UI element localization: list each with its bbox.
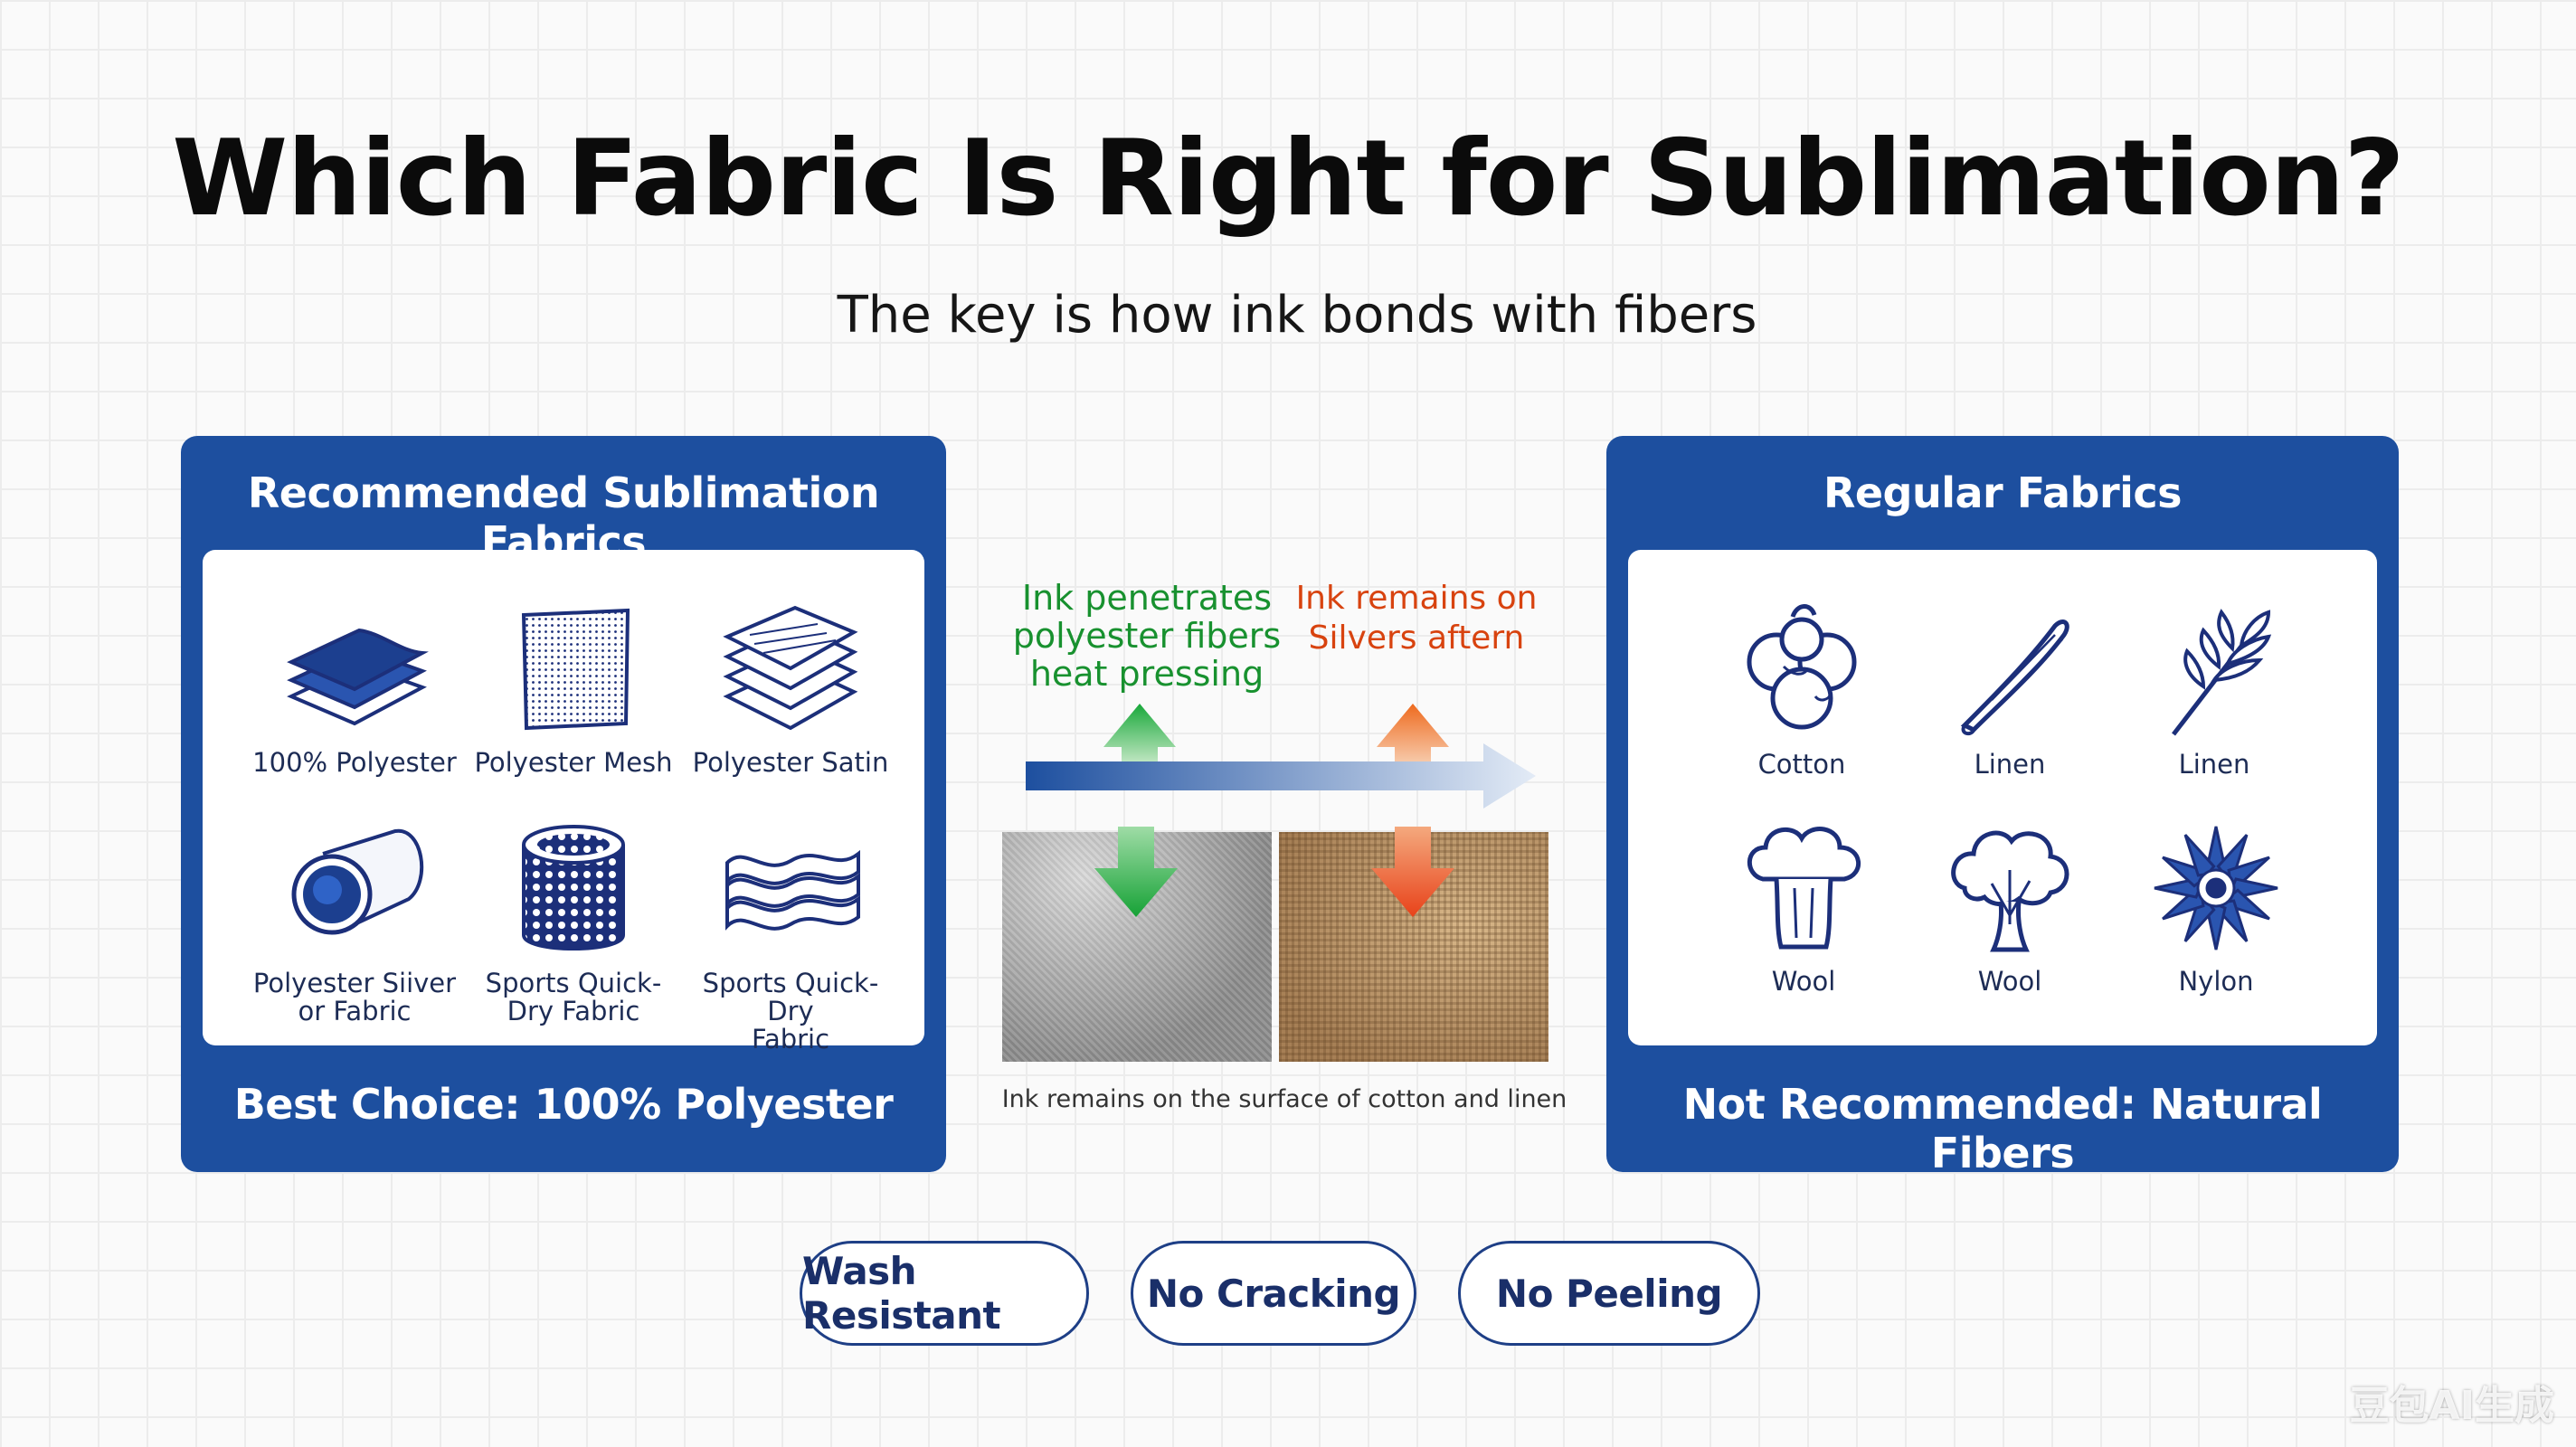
wheat-stalk-icon: [2172, 609, 2272, 736]
fabric-item-sports-quick-dry: Sports Quick- Dry Fabric: [465, 818, 682, 1026]
orange-down-arrow-icon: [1371, 827, 1454, 917]
regular-panel-heading: Regular Fabrics: [1823, 468, 2183, 517]
fabric-item-sports-quick-dry-2: Sports Quick-Dry Fabric: [682, 818, 899, 1054]
perforated-cylinder-icon: [522, 825, 625, 950]
recommended-fabrics-panel: Recommended Sublimation Fabrics 100% Pol…: [181, 436, 946, 1172]
wool-cloud-icon: [1747, 827, 1861, 950]
recommended-fabrics-grid: 100% Polyester Polyester Mesh P: [203, 550, 924, 1054]
page-subtitle: The key is how ink bonds with fibers: [837, 286, 1757, 345]
badge-no-peeling: No Peeling: [1458, 1241, 1760, 1346]
fabric-item-label: Polyester Mesh: [474, 747, 673, 778]
fabric-item-polyester-silver: Polyester Siiver or Fabric: [246, 818, 463, 1026]
fabric-item-polyester-satin: Polyester Satin: [682, 597, 899, 777]
cotton-boll-icon: [1747, 604, 1857, 730]
fabric-item-wool-2: Wool: [1901, 816, 2118, 996]
green-up-arrow-icon: [1103, 704, 1176, 761]
wool-tree-icon: [1951, 830, 2069, 952]
layered-sheets-icon: [287, 628, 429, 726]
fabric-item-label: Linen: [1974, 749, 2046, 780]
recommended-panel-heading: Recommended Sublimation Fabrics: [247, 468, 880, 566]
stacked-satin-icon: [723, 605, 858, 731]
fabric-item-label: Wool: [1977, 966, 2042, 997]
watermark-text: 豆包AI生成: [2349, 1383, 2554, 1429]
natural-fiber-ink-note: Ink remains on Silvers aftern: [1295, 580, 1538, 657]
not-recommended-footer: Not Recommended: Natural Fibers: [1682, 1080, 2323, 1177]
page-title: Which Fabric Is Right for Sublimation?: [172, 118, 2404, 240]
surface-ink-caption: Ink remains on the surface of cotton and…: [1001, 1085, 1567, 1113]
fabric-item-linen-2: Linen: [2106, 599, 2323, 779]
fabric-item-label: 100% Polyester: [252, 747, 457, 778]
fabric-roll-icon: [291, 828, 424, 935]
fabric-item-label: Cotton: [1757, 749, 1846, 780]
badge-no-cracking: No Cracking: [1131, 1241, 1416, 1346]
green-down-arrow-icon: [1094, 827, 1178, 917]
process-flow-arrow: [1026, 704, 1536, 809]
fabric-item-label: Sports Quick-Dry Fabric: [702, 968, 879, 1055]
folded-fabric-icon: [725, 849, 860, 931]
fabric-item-label: Polyester Siiver or Fabric: [252, 968, 457, 1026]
fabric-item-label: Nylon: [2178, 966, 2254, 997]
fabric-item-linen: Linen: [1901, 599, 2118, 779]
regular-fabrics-panel: Regular Fabrics Cotton Linen: [1606, 436, 2399, 1177]
flax-bundle-icon: [1960, 619, 2069, 736]
badge-wash-resistant: Wash Resistant: [800, 1241, 1089, 1346]
fabric-item-label: Linen: [2178, 749, 2250, 780]
fabric-item-label: Sports Quick- Dry Fabric: [485, 968, 662, 1026]
best-choice-footer: Best Choice: 100% Polyester: [233, 1080, 894, 1129]
orange-up-arrow-icon: [1377, 704, 1449, 761]
mesh-sheet-icon: [521, 608, 630, 731]
regular-fabrics-grid: Cotton Linen Linen: [1628, 550, 2377, 1045]
fabric-item-polyester: 100% Polyester: [246, 597, 463, 777]
fabric-item-nylon: Nylon: [2107, 816, 2325, 996]
polyester-ink-note: Ink penetrates polyester fibers heat pre…: [1012, 578, 1282, 694]
fabric-item-label: Polyester Satin: [692, 747, 889, 778]
fabric-item-cotton: Cotton: [1693, 599, 1910, 779]
fabric-item-polyester-mesh: Polyester Mesh: [465, 597, 682, 777]
fabric-item-label: Wool: [1771, 966, 1836, 997]
flower-icon: [2154, 826, 2278, 950]
fabric-item-wool: Wool: [1695, 816, 1912, 996]
